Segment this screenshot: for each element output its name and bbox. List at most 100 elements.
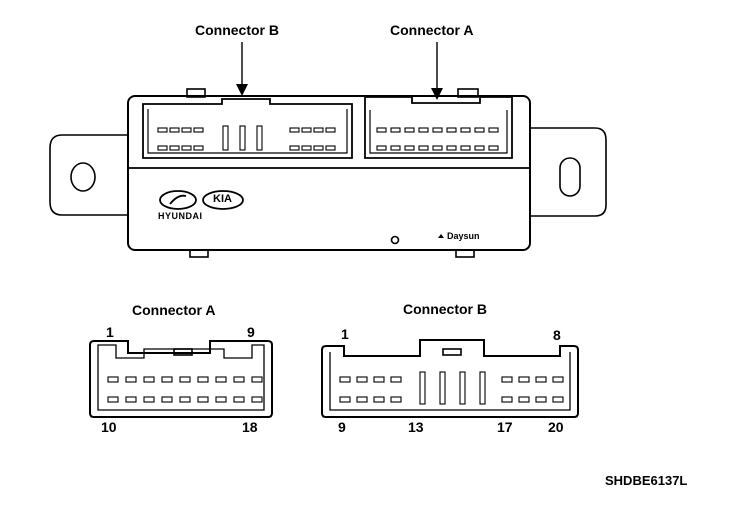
socket-pin	[193, 145, 204, 151]
pin-cavity	[356, 376, 368, 383]
pin-cavity	[125, 376, 137, 383]
socket-pin	[390, 145, 401, 151]
maker-brand-text: Daysun	[447, 231, 480, 241]
module-socket-b	[142, 98, 353, 159]
socket-slot	[239, 125, 246, 151]
socket-pin	[313, 145, 324, 151]
pin-label: 1	[341, 326, 349, 342]
pin-cavity	[552, 376, 564, 383]
pin-cavity	[390, 396, 402, 403]
socket-pin	[301, 145, 312, 151]
kia-logo-icon	[202, 190, 244, 210]
socket-pin	[418, 127, 429, 133]
connector-a-title: Connector A	[132, 302, 216, 318]
pin-cavity	[233, 376, 245, 383]
module-body	[127, 95, 531, 251]
socket-pin	[169, 127, 180, 133]
socket-pin	[181, 127, 192, 133]
hyundai-logo-icon	[159, 190, 197, 210]
pin-cavity	[518, 396, 530, 403]
pin-cavity	[501, 376, 513, 383]
right-mount-slot	[559, 157, 581, 197]
pin-label: 17	[497, 419, 513, 435]
socket-pin	[376, 127, 387, 133]
socket-pin	[404, 145, 415, 151]
pin-slot	[459, 371, 466, 405]
socket-pin	[313, 127, 324, 133]
socket-pin	[157, 127, 168, 133]
socket-pin	[432, 145, 443, 151]
socket-pin	[488, 145, 499, 151]
figure-code: SHDBE6137L	[605, 473, 688, 488]
socket-pin	[404, 127, 415, 133]
connector-b-top-label: Connector B	[195, 22, 279, 38]
socket-pin	[418, 145, 429, 151]
pin-cavity	[251, 396, 263, 403]
module-socket-a	[364, 96, 513, 159]
pin-cavity	[107, 396, 119, 403]
pin-cavity	[390, 376, 402, 383]
connector-a-top-label: Connector A	[390, 22, 474, 38]
pin-label: 9	[247, 324, 255, 340]
socket-slot	[222, 125, 229, 151]
socket-pin	[193, 127, 204, 133]
pin-label: 18	[242, 419, 258, 435]
socket-pin	[289, 127, 300, 133]
pin-cavity	[107, 376, 119, 383]
pin-cavity	[197, 376, 209, 383]
pin-cavity	[535, 376, 547, 383]
pin-cavity	[143, 396, 155, 403]
socket-pin	[446, 127, 457, 133]
pin-cavity	[215, 396, 227, 403]
socket-pin	[432, 127, 443, 133]
socket-pin	[460, 127, 471, 133]
pin-cavity	[251, 376, 263, 383]
socket-pin	[325, 127, 336, 133]
pin-slot	[439, 371, 446, 405]
left-mount-hole	[70, 162, 96, 192]
module-housing	[49, 88, 607, 258]
pin-cavity	[197, 396, 209, 403]
pin-cavity	[373, 376, 385, 383]
socket-pin	[169, 145, 180, 151]
socket-pin	[474, 127, 485, 133]
pin-cavity	[179, 376, 191, 383]
right-mounting-ear	[530, 127, 607, 217]
pin-cavity	[161, 396, 173, 403]
arrow-down-icon	[236, 84, 248, 96]
socket-pin	[446, 145, 457, 151]
socket-pin	[376, 145, 387, 151]
pin-cavity	[356, 396, 368, 403]
pin-cavity	[501, 396, 513, 403]
left-mounting-ear	[49, 134, 128, 216]
pin-slot	[419, 371, 426, 405]
pointer-arrows	[236, 42, 443, 100]
pin-cavity	[179, 396, 191, 403]
pin-label: 1	[106, 324, 114, 340]
socket-pin	[301, 127, 312, 133]
socket-pin	[474, 145, 485, 151]
hyundai-brand-text: HYUNDAI	[158, 211, 203, 221]
pin-cavity	[233, 396, 245, 403]
pin-cavity	[535, 396, 547, 403]
socket-pin	[181, 145, 192, 151]
pin-cavity	[161, 376, 173, 383]
pin-cavity	[339, 396, 351, 403]
kia-brand-text: KIA	[213, 193, 232, 205]
connector-b-outline	[321, 339, 579, 418]
pin-cavity	[143, 376, 155, 383]
pin-cavity	[518, 376, 530, 383]
pin-label: 13	[408, 419, 424, 435]
connector-b-title: Connector B	[403, 301, 487, 317]
arrow-down-icon	[431, 88, 443, 100]
pin-label: 10	[101, 419, 117, 435]
pin-label: 9	[338, 419, 346, 435]
socket-pin	[460, 145, 471, 151]
socket-pin	[157, 145, 168, 151]
pin-label: 20	[548, 419, 564, 435]
pin-cavity	[552, 396, 564, 403]
pin-cavity	[373, 396, 385, 403]
pin-slot	[479, 371, 486, 405]
